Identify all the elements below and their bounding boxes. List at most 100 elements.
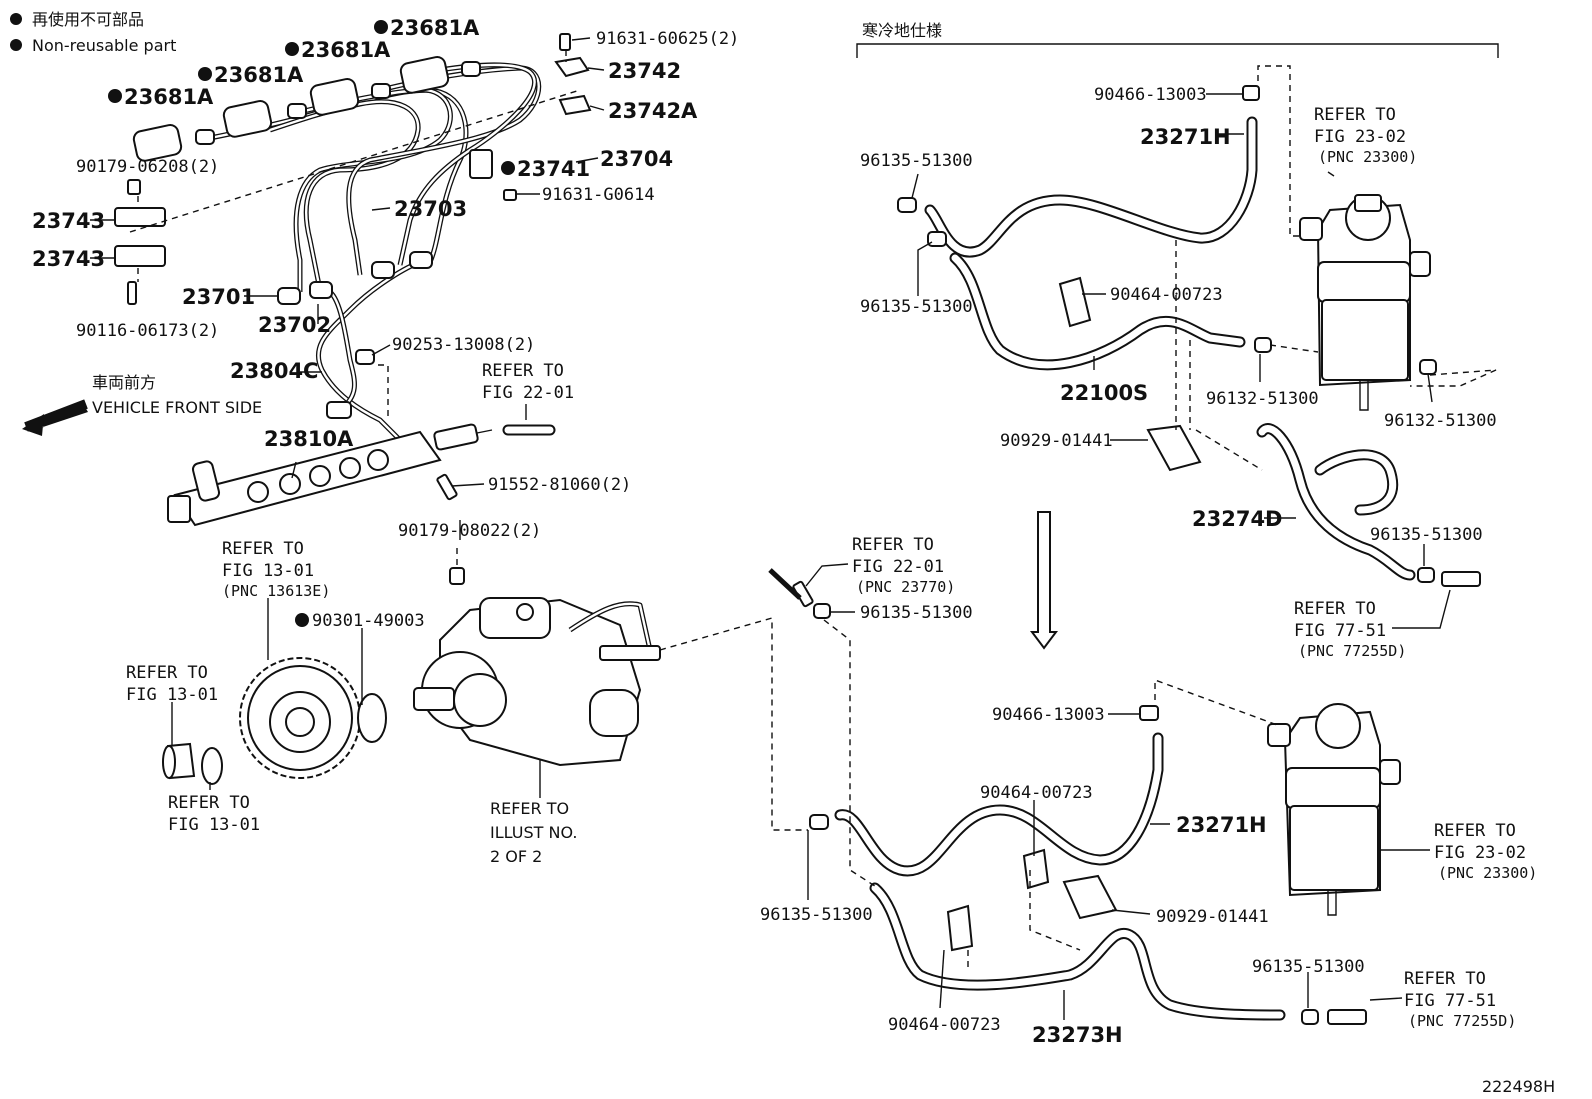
nut-icon <box>127 179 141 195</box>
refer-fig-23-02-a[interactable]: REFER TO FIG 23-02 (PNC 23300) <box>1314 105 1417 166</box>
cold-spec-label: 寒冷地仕様 <box>862 21 942 40</box>
refer-fig-77-51-b[interactable]: REFER TO FIG 77-51 (PNC 77255D) <box>1404 969 1516 1030</box>
label-96135-51300-f: 96135-51300 <box>1252 957 1365 977</box>
label-90929-01441-a: 90929-01441 <box>1000 431 1113 451</box>
label-23742a: 23742A <box>608 99 698 123</box>
pipe-bracket-icon <box>469 149 493 179</box>
svg-text:REFER TO: REFER TO <box>222 539 304 559</box>
label-96132-51300-b: 96132-51300 <box>1384 411 1497 431</box>
leader-lines <box>90 37 1451 1020</box>
label-96132-51300-a: 96132-51300 <box>1206 389 1319 409</box>
non-reusable-dot-icon <box>285 42 299 56</box>
bolt-icon <box>436 473 458 501</box>
front-arrow: 車両前方 VEHICLE FRONT SIDE <box>22 373 262 436</box>
seal-icon <box>355 349 375 365</box>
svg-text:REFER TO: REFER TO <box>490 799 569 818</box>
injector-sleeve-icon <box>309 78 360 116</box>
label-90466-13003-b: 90466-13003 <box>992 705 1105 725</box>
refer-fig-23-02-b[interactable]: REFER TO FIG 23-02 (PNC 23300) <box>1434 821 1537 882</box>
svg-text:REFER TO: REFER TO <box>1314 105 1396 125</box>
label-23703: 23703 <box>394 197 467 221</box>
svg-text:FIG 23-02: FIG 23-02 <box>1434 843 1526 863</box>
pipe-nut-icon <box>461 61 481 77</box>
label-90179-06208: 90179-06208(2) <box>76 157 219 177</box>
nut-icon <box>449 567 465 585</box>
o-ring-icon <box>201 747 223 785</box>
label-23701: 23701 <box>182 285 255 309</box>
refer-fig-13-01-b[interactable]: REFER TO FIG 13-01 <box>126 663 218 705</box>
label-90464-00723-a: 90464-00723 <box>1110 285 1223 305</box>
svg-text:(PNC 23300): (PNC 23300) <box>1438 864 1537 882</box>
label-22100s: 22100S <box>1060 381 1148 405</box>
label-90116-06173: 90116-06173(2) <box>76 321 219 341</box>
svg-text:REFER TO: REFER TO <box>852 535 934 555</box>
label-91631-60625: 91631-60625(2) <box>596 29 739 49</box>
label-90464-00723-b: 90464-00723 <box>980 783 1093 803</box>
labels-left: 23681A 23681A 23681A 23681A 91631-60625(… <box>32 16 739 631</box>
pipe-nut-icon <box>309 281 333 299</box>
check-valve-icon <box>1139 705 1159 721</box>
refer-fig-22-01-b[interactable]: REFER TO FIG 22-01 (PNC 23770) <box>852 535 955 596</box>
refer-fig-13-01-c[interactable]: REFER TO FIG 13-01 <box>168 793 260 835</box>
o-ring-icon <box>357 693 387 743</box>
label-23743-2: 23743 <box>32 247 105 271</box>
refer-illust-2-of-2[interactable]: REFER TO ILLUST NO. 2 OF 2 <box>490 799 577 866</box>
clamp-bracket-icon <box>1146 424 1202 472</box>
svg-text:FIG 22-01: FIG 22-01 <box>852 557 944 577</box>
svg-text:FIG 23-02: FIG 23-02 <box>1314 127 1406 147</box>
label-23743-1: 23743 <box>32 209 105 233</box>
non-reusable-dot-icon <box>198 67 212 81</box>
legend-jp: 再使用不可部品 <box>32 10 144 29</box>
label-23271h-b: 23271H <box>1176 813 1267 837</box>
injector-sleeve-icon <box>222 100 273 138</box>
label-91631-g0614: 91631-G0614 <box>542 185 655 205</box>
svg-text:REFER TO: REFER TO <box>482 361 564 381</box>
hose-clamp-icon <box>813 603 831 619</box>
label-90301-49003: 90301-49003 <box>312 611 425 631</box>
refer-blocks: REFER TO FIG 22-01 REFER TO FIG 13-01 (P… <box>126 105 1537 1030</box>
svg-text:REFER TO: REFER TO <box>126 663 208 683</box>
non-reusable-dot-icon <box>10 13 22 25</box>
refer-fig-77-51-a[interactable]: REFER TO FIG 77-51 (PNC 77255D) <box>1294 599 1406 660</box>
bolt-icon <box>503 189 517 201</box>
refer-fig-13-01-gear[interactable]: REFER TO FIG 13-01 (PNC 13613E) <box>222 539 330 600</box>
non-reusable-dot-icon <box>108 89 122 103</box>
clamp-block-icon <box>114 207 166 227</box>
label-23702: 23702 <box>258 313 331 337</box>
front-en: VEHICLE FRONT SIDE <box>92 398 262 417</box>
common-rail <box>167 349 493 527</box>
refer-fig-22-01-a[interactable]: REFER TO FIG 22-01 <box>482 361 574 436</box>
clamp-block-icon <box>114 245 166 267</box>
label-96135-51300-a: 96135-51300 <box>860 151 973 171</box>
down-arrow <box>1030 511 1058 650</box>
hose-clip-icon <box>946 904 974 952</box>
svg-text:FIG 13-01: FIG 13-01 <box>222 561 314 581</box>
hose-clamp-icon <box>1301 1009 1319 1025</box>
label-23810a: 23810A <box>264 427 354 451</box>
supply-pump <box>413 548 808 831</box>
hose-clamp-icon <box>809 814 829 830</box>
pipe-clamp-icon <box>554 56 590 78</box>
label-90929-01441-b: 90929-01441 <box>1156 907 1269 927</box>
front-jp: 車両前方 <box>92 373 156 392</box>
clamp-bracket-icon <box>1062 874 1118 920</box>
hoses-lower <box>768 568 1367 1025</box>
label-23681a-2: 23681A <box>301 38 391 62</box>
svg-text:FIG 77-51: FIG 77-51 <box>1294 621 1386 641</box>
stud-icon <box>127 281 137 305</box>
hose-clip-icon <box>1022 848 1050 890</box>
pump-gear <box>162 657 387 785</box>
svg-text:REFER TO: REFER TO <box>1434 821 1516 841</box>
injection-pipes <box>114 33 592 442</box>
pipe-nut-icon <box>287 103 307 119</box>
label-23742: 23742 <box>608 59 681 83</box>
label-90253-13008: 90253-13008(2) <box>392 335 535 355</box>
svg-text:(PNC 23770): (PNC 23770) <box>856 578 955 596</box>
pipe-nut-icon <box>409 251 433 269</box>
bolt-icon <box>559 33 571 51</box>
arrow-down-icon <box>1030 511 1058 650</box>
pipe-clamp-icon <box>558 94 592 116</box>
injector-sleeve-icon <box>399 56 450 94</box>
label-23681a-1: 23681A <box>390 16 480 40</box>
